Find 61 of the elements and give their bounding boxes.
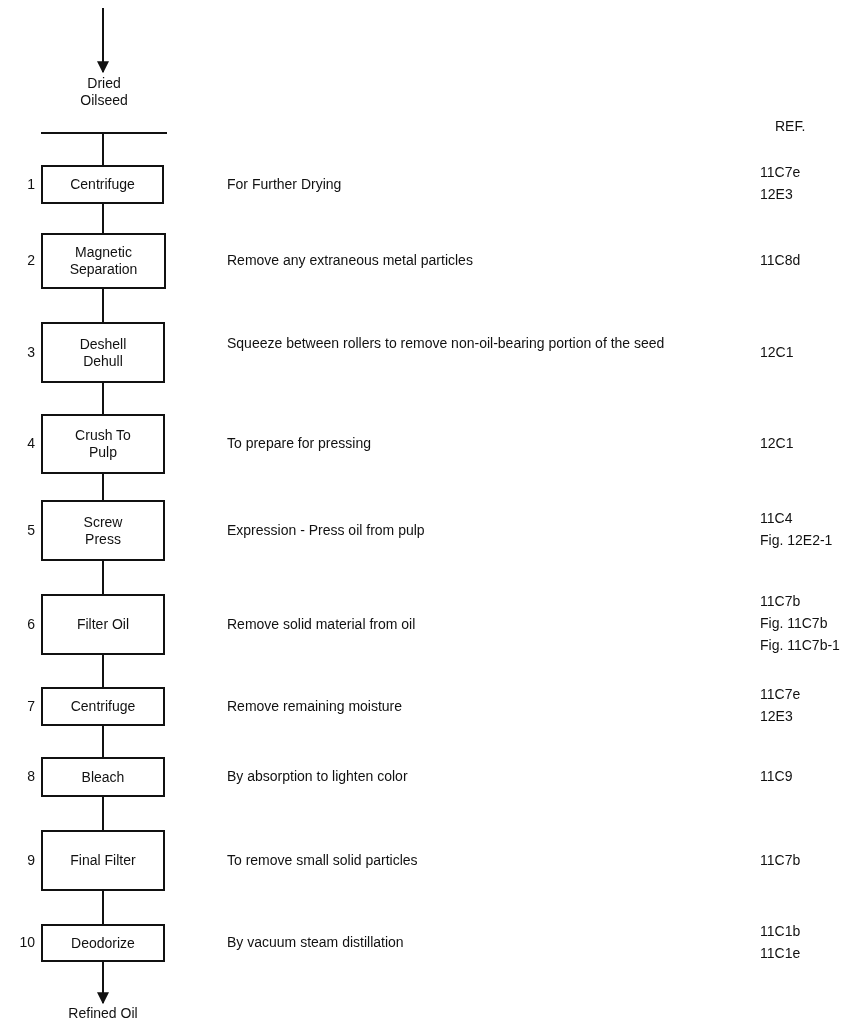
step-number: 8 xyxy=(27,768,35,785)
process-box: Centrifuge xyxy=(41,165,164,204)
connector-line xyxy=(102,473,104,501)
reference-code: 11C7b xyxy=(760,593,801,610)
step-number: 10 xyxy=(19,934,35,951)
reference-code: 11C8d xyxy=(760,252,801,269)
connector-line xyxy=(102,382,104,415)
reference-code: Fig. 11C7b xyxy=(760,615,828,632)
step-number: 4 xyxy=(27,435,35,452)
column-header: REF. xyxy=(775,118,806,135)
step-number: 9 xyxy=(27,851,35,869)
reference-code: 11C7e xyxy=(760,164,801,181)
step-description: To remove small solid particles xyxy=(227,852,418,869)
reference-code: 12E3 xyxy=(760,186,793,203)
step-description: Remove any extraneous metal particles xyxy=(227,252,473,269)
step-number: 3 xyxy=(27,343,35,361)
output-label: Refined Oil xyxy=(41,1003,165,1023)
reference-code: 11C1e xyxy=(760,945,801,962)
reference-code: 11C1b xyxy=(760,923,801,940)
connector-line xyxy=(102,890,104,925)
process-box: Deshell Dehull xyxy=(41,322,165,383)
step-description: By vacuum steam distillation xyxy=(227,934,404,951)
process-box: Centrifuge xyxy=(41,687,165,726)
step-description: For Further Drying xyxy=(227,176,342,193)
step-number: 2 xyxy=(27,252,35,269)
process-box: Filter Oil xyxy=(41,594,165,655)
reference-code: 11C9 xyxy=(760,768,793,785)
reference-code: 11C7b xyxy=(760,852,801,869)
step-description: Expression - Press oil from pulp xyxy=(227,522,425,539)
process-box: Magnetic Separation xyxy=(41,233,166,289)
arrow xyxy=(97,7,109,74)
step-number: 7 xyxy=(27,697,35,715)
connector-line xyxy=(102,725,104,758)
connector-line xyxy=(102,203,104,234)
reference-code: 12C1 xyxy=(760,435,794,452)
connector-line xyxy=(102,796,104,831)
reference-code: Fig. 11C7b-1 xyxy=(760,637,840,654)
step-number: 6 xyxy=(27,615,35,633)
process-box: Deodorize xyxy=(41,924,165,962)
connector-line xyxy=(102,133,104,166)
process-box: Bleach xyxy=(41,757,165,797)
step-number: 1 xyxy=(27,175,35,193)
step-description: To prepare for pressing xyxy=(227,435,371,452)
process-box: Crush To Pulp xyxy=(41,414,165,474)
process-box: Screw Press xyxy=(41,500,165,561)
reference-code: 11C4 xyxy=(760,510,793,527)
arrow xyxy=(97,961,109,1005)
reference-code: Fig. 12E2-1 xyxy=(760,532,833,549)
input-label: Dried Oilseed xyxy=(41,72,167,134)
step-description: By absorption to lighten color xyxy=(227,768,408,785)
step-description: Remove remaining moisture xyxy=(227,698,403,715)
connector-line xyxy=(102,654,104,688)
connector-line xyxy=(102,560,104,595)
connector-line xyxy=(102,288,104,323)
step-number: 5 xyxy=(27,521,35,539)
step-description: Remove solid material from oil xyxy=(227,616,416,633)
reference-code: 12E3 xyxy=(760,708,793,725)
step-description: Squeeze between rollers to remove non-oil-bearing portion of the seed xyxy=(227,335,666,352)
reference-code: 11C7e xyxy=(760,686,801,703)
reference-code: 12C1 xyxy=(760,344,794,361)
process-box: Final Filter xyxy=(41,830,165,891)
